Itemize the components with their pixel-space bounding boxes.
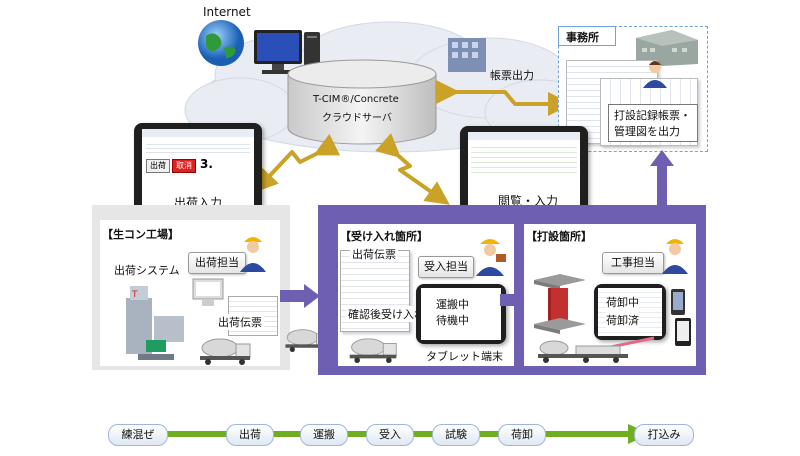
globe-icon bbox=[198, 20, 244, 66]
building-icon bbox=[448, 38, 486, 72]
server-subtitle: クラウドサーバ bbox=[322, 113, 392, 124]
flow-step-transport: 運搬 bbox=[300, 424, 348, 446]
mixer-truck-icon bbox=[349, 338, 397, 364]
cancel-button[interactable]: 取消 bbox=[172, 159, 196, 173]
flow-step-receiving: 受入 bbox=[366, 424, 414, 446]
flow-step-mixing: 練混ぜ bbox=[108, 424, 168, 446]
receiving-tablet-screen bbox=[421, 288, 501, 340]
svg-text:T: T bbox=[131, 290, 138, 300]
tablet-terminal-label: タブレット端末 bbox=[426, 350, 503, 363]
receiving-worker-icon bbox=[476, 239, 506, 276]
server-name: T-CIM®/Concrete bbox=[313, 94, 399, 105]
view-tablet-header bbox=[468, 132, 580, 140]
up-arrow bbox=[650, 150, 674, 210]
ship-button[interactable]: 出荷 bbox=[146, 159, 170, 173]
office-worker-icon bbox=[643, 61, 667, 88]
receiving-tablet bbox=[416, 284, 506, 344]
placing-worker-icon bbox=[662, 239, 688, 274]
plant-computer-icon bbox=[192, 278, 224, 306]
flow-step-shipping: 出荷 bbox=[226, 424, 274, 446]
plant-role: 出荷担当 bbox=[188, 252, 246, 274]
office-note-line2: 管理図を出力 bbox=[614, 125, 680, 138]
flow-arrow bbox=[280, 284, 320, 308]
flow-step-placing: 打込み bbox=[634, 424, 694, 446]
plant-tablet-rows bbox=[146, 141, 250, 155]
office-note-line1: 打設記録帳票・ bbox=[614, 109, 691, 122]
receiving-status-1: 運搬中 bbox=[436, 298, 469, 311]
placing-status-2: 荷卸済 bbox=[606, 312, 639, 328]
cloud-server-cylinder bbox=[287, 59, 437, 145]
view-tablet-label: 閲覧・入力 bbox=[494, 192, 563, 209]
placing-role: 工事担当 bbox=[602, 252, 664, 274]
phone-icon bbox=[671, 289, 691, 346]
receiving-slip-label: 出荷伝票 bbox=[350, 246, 398, 262]
receiving-confirm-label: 確認後受け入れ bbox=[346, 306, 427, 322]
computer-icon bbox=[254, 30, 320, 74]
flow-step-testing: 試験 bbox=[432, 424, 480, 446]
mixer-truck-icon bbox=[200, 338, 251, 365]
receiving-role: 受入担当 bbox=[418, 256, 474, 278]
report-output-label: 帳票出力 bbox=[490, 69, 534, 82]
receiving-title: 【受け入れ箇所】 bbox=[340, 230, 428, 243]
concrete-pillar-icon bbox=[534, 274, 586, 334]
plant-title: 【生コン工場】 bbox=[102, 228, 179, 241]
plant-slip-label: 出荷伝票 bbox=[216, 314, 264, 330]
office-title-box bbox=[558, 26, 616, 46]
placing-status-1: 荷卸中 bbox=[606, 294, 639, 310]
office-building-icon bbox=[636, 30, 698, 66]
internet-label: Internet bbox=[203, 5, 251, 19]
plant-system-label: 出荷システム bbox=[114, 264, 180, 277]
office-note-box bbox=[608, 104, 698, 142]
placing-title: 【打設箇所】 bbox=[526, 230, 592, 243]
receiving-status-2: 待機中 bbox=[436, 314, 469, 327]
office-title: 事務所 bbox=[566, 31, 599, 44]
pump-truck-icon bbox=[538, 336, 655, 363]
batching-plant-icon: T bbox=[126, 286, 184, 360]
plant-worker-icon bbox=[240, 237, 266, 272]
view-tablet-grid bbox=[471, 143, 577, 173]
ship-count: 3. bbox=[200, 157, 213, 171]
plant-tablet-header bbox=[142, 129, 254, 137]
flow-step-unloading: 荷卸 bbox=[498, 424, 546, 446]
